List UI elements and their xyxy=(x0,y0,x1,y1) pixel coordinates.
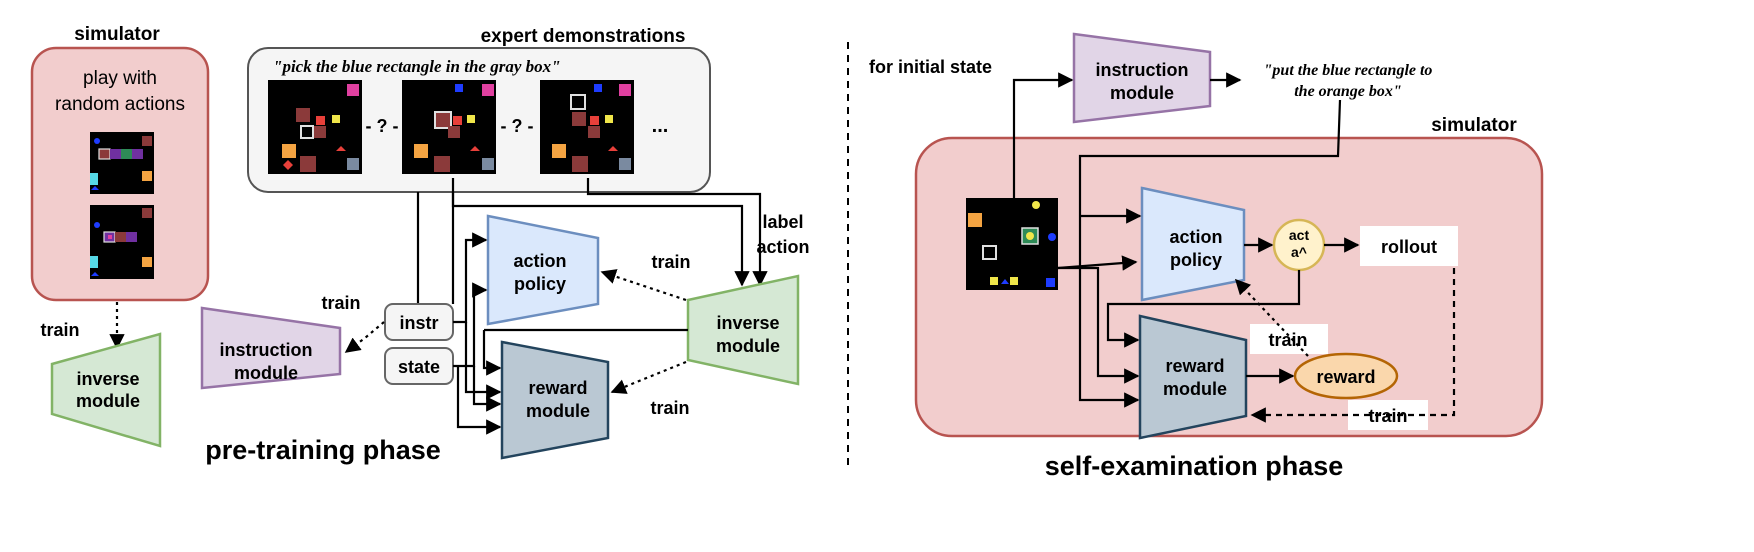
action-policy-pretrain xyxy=(486,214,600,326)
initial-state-thumbnail xyxy=(966,198,1058,290)
expert-demonstrations-title: expert demonstrations xyxy=(481,26,686,47)
demo-connections xyxy=(416,178,768,304)
instruction-module-selfexam-line2: module xyxy=(1110,83,1174,103)
train-arrow-instruction xyxy=(344,321,385,353)
label-action-line1: label xyxy=(762,212,803,232)
train-reward-label: train xyxy=(650,398,689,418)
instr-label: instr xyxy=(399,313,438,333)
instruction-module-selfexam-line1: instruction xyxy=(1096,60,1189,80)
demo-frame-3 xyxy=(540,80,634,174)
train-policy-box xyxy=(1250,324,1328,354)
demo-frame-1 xyxy=(268,80,362,174)
instruction-module-selfexam xyxy=(1072,32,1212,124)
pretrain-wiring xyxy=(453,232,688,435)
state-label: state xyxy=(398,357,440,377)
train-action-label: train xyxy=(651,252,690,272)
reward-output xyxy=(1293,352,1399,400)
train-instruction-label: train xyxy=(321,293,360,313)
rollout-label: rollout xyxy=(1381,237,1437,257)
instruction-module-pretrain-line2: module xyxy=(234,363,298,383)
inverse-module-pretrain-line1: inverse xyxy=(716,313,779,333)
action-policy-selfexam-line1: action xyxy=(1169,227,1222,247)
reward-module-selfexam xyxy=(1138,314,1248,440)
pretraining-phase-title: pre-training phase xyxy=(205,435,441,465)
instruction-module-pretrain-line1: instruction xyxy=(220,340,313,360)
reward-output-label: reward xyxy=(1316,367,1375,387)
reward-module-selfexam-line2: module xyxy=(1163,379,1227,399)
simulator-title-left: simulator xyxy=(74,24,160,45)
inverse-module-pretrain xyxy=(686,274,800,386)
selfexam-wiring xyxy=(1012,72,1360,408)
unknown-action-2: - ? - xyxy=(501,116,534,136)
train-policy-label: train xyxy=(1268,330,1307,350)
reward-module-pretrain-line1: reward xyxy=(528,378,587,398)
action-policy-pretrain-line2: policy xyxy=(514,274,566,294)
reward-module-selfexam-line1: reward xyxy=(1165,356,1224,376)
random-state-thumbnail-1 xyxy=(90,132,154,194)
inverse-module-left xyxy=(50,332,162,448)
reward-module-pretrain-line2: module xyxy=(526,401,590,421)
simulator-title-right: simulator xyxy=(1431,115,1517,136)
inverse-module-pretrain-line2: module xyxy=(716,336,780,356)
train-arrow-reward xyxy=(610,360,687,394)
random-state-thumbnail-2 xyxy=(90,205,154,279)
act-label: act xyxy=(1289,227,1310,243)
act-hat-label: a^ xyxy=(1291,244,1307,260)
selfexam-phase-title: self-examination phase xyxy=(1045,451,1344,481)
train-arrow-action xyxy=(600,269,687,302)
selfexam-train-arrows xyxy=(1250,268,1456,423)
generated-instruction-line2: the orange box" xyxy=(1294,83,1402,100)
unknown-action-1: - ? - xyxy=(366,116,399,136)
demo-frame-2 xyxy=(402,80,496,174)
rollout-box xyxy=(1360,226,1458,266)
expert-instruction-quote: "pick the blue rectangle in the gray box… xyxy=(273,57,561,76)
inverse-module-left-line1: inverse xyxy=(76,369,139,389)
instruction-module-pretrain xyxy=(200,306,342,390)
generated-instruction-line1: "put the blue rectangle to xyxy=(1264,62,1433,79)
simulator-caption-line1: play with xyxy=(83,68,157,89)
for-initial-state-label: for initial state xyxy=(869,57,992,77)
label-action-line2: action xyxy=(756,237,809,257)
reward-module-pretrain xyxy=(500,340,610,460)
more-frames-ellipsis: ... xyxy=(652,115,669,137)
simulator-caption-line2: random actions xyxy=(55,94,185,115)
inverse-module-left-line2: module xyxy=(76,391,140,411)
action-policy-selfexam-line2: policy xyxy=(1170,250,1222,270)
train-label-left: train xyxy=(40,320,79,340)
action-policy-pretrain-line1: action xyxy=(513,251,566,271)
